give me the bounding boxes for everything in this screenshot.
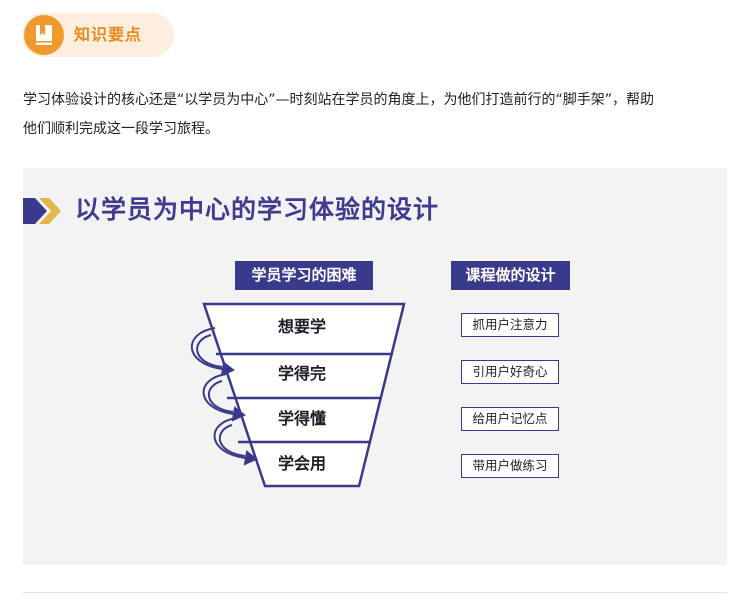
design-box: 抓用户注意力 <box>461 313 559 337</box>
design-box: 引用户好奇心 <box>461 360 559 384</box>
design-box: 给用户记忆点 <box>461 407 559 431</box>
design-box: 带用户做练习 <box>461 454 559 478</box>
title-chevron-icon <box>23 198 61 224</box>
diagram-panel: 以学员为中心的学习体验的设计 学员学习的困难 课程做的设计 想要学 学得完 学得… <box>23 168 727 565</box>
funnel-tier: 学会用 <box>277 454 326 473</box>
diagram-title: 以学员为中心的学习体验的设计 <box>75 195 440 224</box>
course-design-header: 课程做的设计 <box>451 261 570 290</box>
progress-arrows <box>190 327 258 466</box>
funnel-tier: 学得完 <box>277 364 326 383</box>
intro-paragraph: 学习体验设计的核心还是“以学员为中心”—时刻站在学员的角度上，为他们打造前行的“… <box>23 86 723 144</box>
learner-difficulties-header: 学员学习的困难 <box>235 261 373 290</box>
funnel <box>202 302 406 488</box>
badge-label: 知识要点 <box>74 25 143 44</box>
diagram-graphics <box>23 198 406 488</box>
book-icon <box>24 15 64 55</box>
funnel-tier: 学得懂 <box>277 409 326 428</box>
intro-line-2: 他们顺利完成这一段学习旅程。 <box>23 121 219 137</box>
knowledge-points-badge: 知识要点 <box>22 13 174 57</box>
intro-line-1: 学习体验设计的核心还是“以学员为中心”—时刻站在学员的角度上，为他们打造前行的“… <box>23 92 655 108</box>
bottom-divider <box>23 592 727 593</box>
funnel-tier: 想要学 <box>277 317 326 336</box>
